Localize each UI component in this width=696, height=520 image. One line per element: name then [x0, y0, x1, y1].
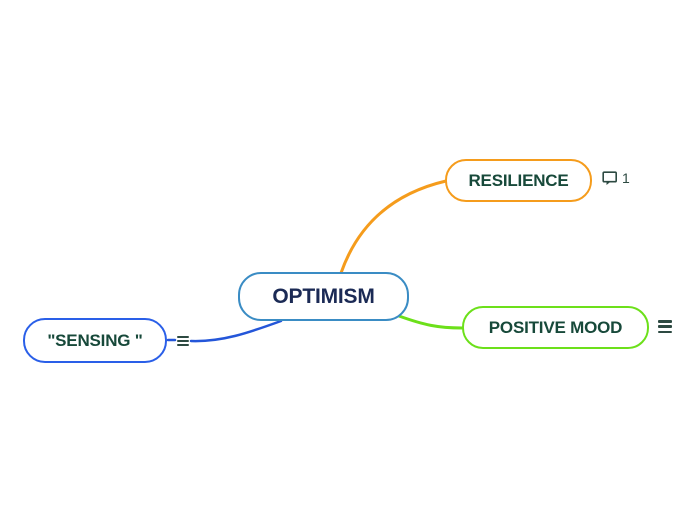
- comment-count: 1: [622, 170, 630, 186]
- comment-bubble-icon: [602, 170, 618, 185]
- node-positive-mood-label: POSITIVE MOOD: [488, 317, 623, 337]
- hamburger-icon-sensing[interactable]: [177, 336, 189, 346]
- node-optimism-label: OPTIMISM: [272, 284, 375, 308]
- connector-optimism-positive-mood: [397, 314, 464, 330]
- node-sensing-label: "SENSING ": [47, 330, 143, 350]
- node-resilience[interactable]: RESILIENCE: [445, 159, 592, 202]
- connector-optimism-sensing: [189, 319, 283, 343]
- node-optimism[interactable]: OPTIMISM: [238, 272, 409, 321]
- hamburger-icon-positive-mood[interactable]: [658, 320, 672, 333]
- node-resilience-label: RESILIENCE: [468, 170, 569, 190]
- node-positive-mood[interactable]: POSITIVE MOOD: [462, 306, 649, 349]
- connector-optimism-resilience: [339, 179, 448, 275]
- node-sensing[interactable]: "SENSING ": [23, 318, 167, 363]
- comment-badge[interactable]: 1: [602, 170, 630, 186]
